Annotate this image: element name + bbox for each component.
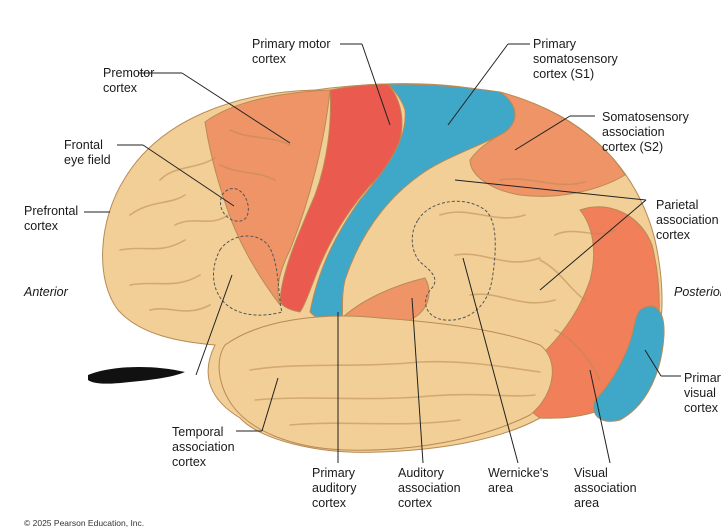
somatosensory-assoc-region (469, 91, 626, 197)
frontal-eye-field-outline (219, 187, 249, 222)
wernicke-area-outline (411, 200, 496, 321)
label-prefrontal: Prefrontal cortex (24, 204, 79, 233)
label-parietal-assoc: Parietal association cortex (656, 198, 719, 242)
label-primary-motor: Primary motor cortex (252, 37, 331, 66)
premotor-region (204, 89, 331, 306)
redaction-mark (88, 366, 185, 384)
label-somatosensory-assoc: Somatosensory association cortex (S2) (602, 110, 689, 154)
label-premotor: Premotor cortex (103, 66, 155, 95)
gyri-lines (119, 129, 616, 426)
label-auditory-assoc: Auditory association cortex (398, 466, 461, 510)
speech-area-outline (213, 235, 283, 316)
copyright-text: © 2025 Pearson Education, Inc. (24, 518, 145, 528)
label-visual-assoc: Visual association area (574, 466, 637, 510)
temporal-lobe (218, 315, 553, 451)
leader-lines (84, 43, 681, 464)
primary-motor-region (279, 83, 403, 313)
label-frontal-eye-field: Frontal eye field (64, 138, 111, 167)
label-primary-auditory: Primary auditory cortex (312, 466, 357, 510)
label-wernicke: Wernicke's area (488, 466, 549, 495)
label-temporal-assoc: Temporal association cortex (172, 425, 235, 469)
label-anterior: Anterior (24, 285, 68, 299)
primary-visual-region (593, 305, 665, 422)
label-primary-somatosensory: Primary somatosensory cortex (S1) (533, 37, 618, 81)
label-primary-visual: Primary visual cortex (684, 371, 721, 415)
label-posterior: Posterior (674, 285, 721, 299)
